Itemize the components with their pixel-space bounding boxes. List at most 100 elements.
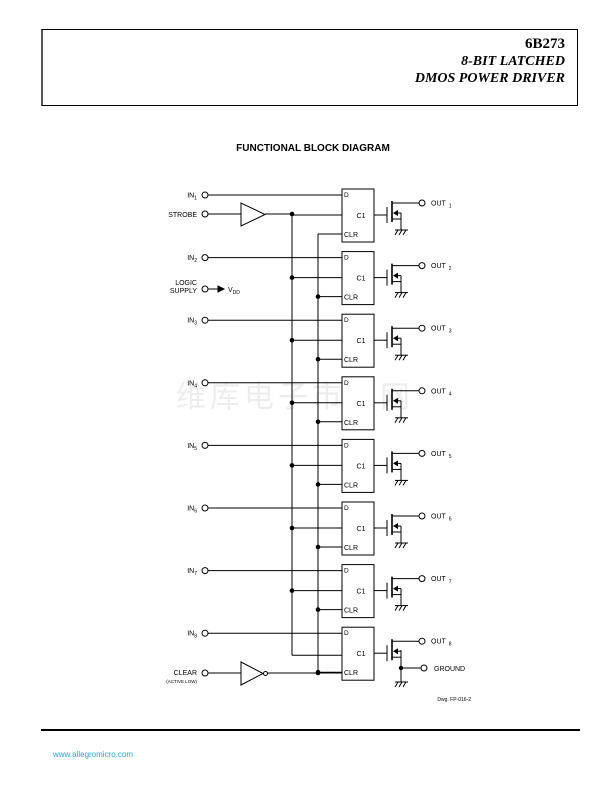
- output-terminal: [418, 387, 426, 395]
- latch-box: [341, 626, 375, 681]
- output-terminal: [418, 199, 426, 207]
- junction-dot: [315, 607, 321, 612]
- output-terminal: [418, 637, 426, 645]
- strobe-terminal: [201, 210, 209, 218]
- junction-dot: [315, 419, 321, 425]
- junction-dot: [289, 337, 295, 343]
- latch-pin-c1: C1: [357, 526, 366, 533]
- ground-label: GROUND: [434, 666, 465, 673]
- dmos-arrow-icon: [393, 460, 398, 467]
- latch-box: [341, 564, 375, 619]
- latch-pin-d: D: [344, 568, 349, 575]
- input-terminal: [201, 504, 209, 512]
- subtitle-line-1: 8-BIT LATCHED: [461, 54, 565, 69]
- input-label: IN4: [187, 380, 197, 389]
- latch-pin-clr: CLR: [344, 420, 358, 427]
- input-terminal: [201, 191, 209, 199]
- latch-pin-clr: CLR: [344, 608, 358, 615]
- latch-pin-c1: C1: [357, 213, 366, 220]
- latch-pin-d: D: [344, 442, 349, 449]
- latch-pin-d: D: [344, 192, 349, 199]
- ground-symbol-icon: [394, 354, 408, 361]
- input-terminal: [201, 254, 209, 262]
- latch-pin-c1: C1: [357, 338, 366, 345]
- output-terminal: [418, 512, 426, 520]
- logic-supply-terminal: [201, 285, 209, 293]
- strobe-label: STROBE: [168, 212, 197, 219]
- output-terminal: [418, 449, 426, 457]
- latch-pin-c1: C1: [357, 463, 366, 470]
- latch-pin-clr: CLR: [344, 357, 358, 364]
- junction-dot: [315, 670, 321, 676]
- ground-terminal: [420, 664, 428, 672]
- junction-dot: [315, 544, 321, 550]
- latch-pin-d: D: [344, 380, 349, 387]
- dmos-arrow-icon: [393, 335, 398, 342]
- junction-dot: [289, 463, 295, 468]
- junction-dot: [289, 525, 295, 531]
- latch-pin-d: D: [344, 255, 349, 262]
- clear-note: (ACTIVE LOW): [166, 679, 197, 684]
- latch-pin-d: D: [344, 505, 349, 512]
- junction-dot: [289, 400, 295, 406]
- ground-symbol-icon: [394, 292, 408, 298]
- footer-url-link[interactable]: www.allegromicro.com: [53, 750, 134, 759]
- latch-box: [341, 501, 375, 556]
- dmos-arrow-icon: [393, 397, 398, 404]
- ground-symbol-icon: [394, 542, 408, 549]
- latch-pin-clr: CLR: [344, 482, 358, 489]
- input-label: IN6: [187, 506, 197, 515]
- latch-pin-d: D: [344, 630, 349, 637]
- junction-dot: [315, 482, 321, 487]
- input-terminal: [201, 629, 209, 637]
- drawing-number: Dwg. FP-016-2: [437, 697, 471, 703]
- part-number: 6B273: [524, 36, 565, 52]
- dmos-arrow-icon: [393, 648, 398, 655]
- input-label: IN3: [187, 318, 197, 327]
- junction-dot: [315, 294, 321, 299]
- latch-pin-clr: CLR: [344, 545, 358, 552]
- header-box: 6B273 8-BIT LATCHED DMOS POWER DRIVER: [41, 29, 578, 106]
- latch-pin-clr: CLR: [344, 232, 358, 239]
- latch-pin-c1: C1: [357, 651, 366, 658]
- strobe-buffer-icon: [240, 202, 267, 227]
- latch-pin-c1: C1: [357, 589, 366, 596]
- vdd-label: VDD: [228, 287, 240, 296]
- input-label: IN2: [187, 255, 197, 264]
- input-terminal: [201, 567, 209, 575]
- junction-dot: [315, 356, 321, 362]
- clear-label: CLEAR: [174, 670, 197, 677]
- latch-pin-c1: C1: [357, 401, 366, 408]
- input-label: IN1: [187, 193, 197, 202]
- junction-dot: [289, 588, 295, 593]
- output-terminal: [418, 262, 426, 270]
- dmos-arrow-icon: [393, 272, 398, 279]
- vdd-arrow-icon: [217, 285, 226, 293]
- input-terminal: [201, 441, 209, 449]
- ground-symbol-icon: [394, 681, 408, 688]
- ground-symbol-icon: [394, 479, 408, 486]
- latch-box: [341, 438, 375, 493]
- output-terminal: [418, 324, 426, 332]
- dmos-arrow-icon: [393, 523, 398, 529]
- dmos-arrow-icon: [393, 585, 398, 592]
- output-terminal: [418, 575, 426, 583]
- latch-pin-c1: C1: [357, 276, 366, 283]
- dmos-arrow-icon: [393, 210, 398, 216]
- latch-pin-clr: CLR: [344, 670, 358, 677]
- latch-pin-clr: CLR: [344, 295, 358, 302]
- logic-supply-label-1: LOGIC: [175, 280, 197, 287]
- input-label: IN5: [187, 443, 197, 452]
- ground-symbol-icon: [394, 417, 408, 424]
- subtitle-line-2: DMOS POWER DRIVER: [414, 71, 565, 86]
- latch-box: [341, 188, 375, 243]
- input-terminal: [201, 379, 209, 387]
- input-terminal: [201, 316, 209, 324]
